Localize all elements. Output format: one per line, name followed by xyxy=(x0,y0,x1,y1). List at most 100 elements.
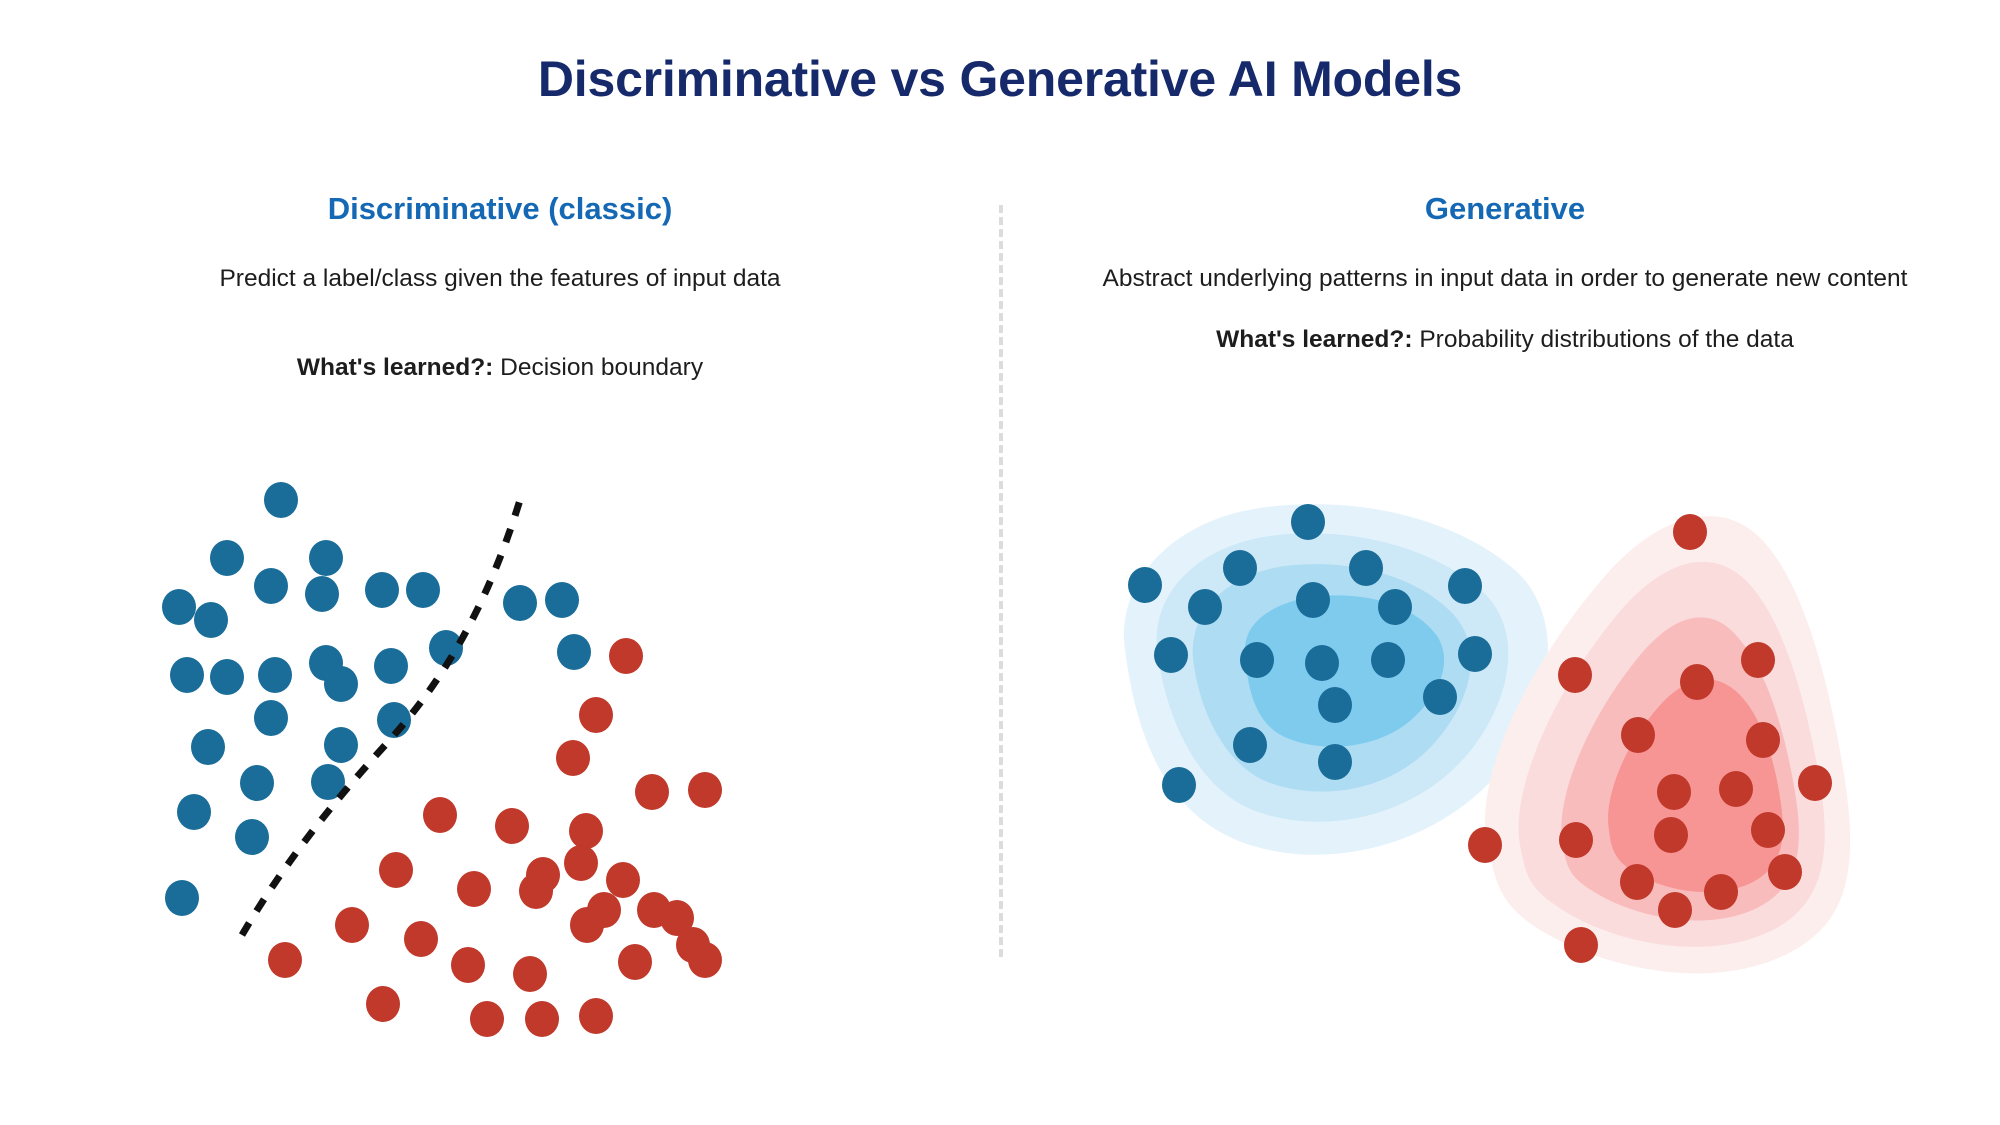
decision-boundary xyxy=(238,498,524,937)
scatter-point xyxy=(254,568,288,604)
scatter-point xyxy=(513,956,547,992)
scatter-point xyxy=(366,986,400,1022)
scatter-point xyxy=(1746,722,1780,758)
scatter-point xyxy=(635,774,669,810)
right-column-heading: Generative xyxy=(1424,191,1586,226)
scatter-point xyxy=(365,572,399,608)
scatter-point xyxy=(1704,874,1738,910)
scatter-point xyxy=(1564,927,1598,963)
density-scatter-series-1 xyxy=(1468,514,1832,963)
scatter-point xyxy=(1559,822,1593,858)
right-column: Generative Abstract underlying patterns … xyxy=(1065,190,1945,356)
generative-density-svg xyxy=(1123,504,1851,974)
scatter-point xyxy=(519,873,553,909)
scatter-point xyxy=(579,998,613,1034)
scatter-point xyxy=(1162,767,1196,803)
scatter-point xyxy=(503,585,537,621)
scatter-point xyxy=(423,797,457,833)
scatter-point xyxy=(688,772,722,808)
scatter-point xyxy=(1657,774,1691,810)
scatter-point xyxy=(1318,687,1352,723)
scatter-point xyxy=(235,819,269,855)
scatter-point xyxy=(379,852,413,888)
scatter-point xyxy=(1673,514,1707,550)
scatter-point xyxy=(660,900,694,936)
scatter-point xyxy=(1240,642,1274,678)
scatter-point xyxy=(194,602,228,638)
scatter-point xyxy=(210,659,244,695)
scatter-point xyxy=(570,907,604,943)
scatter-point xyxy=(305,576,339,612)
scatter-point xyxy=(470,1001,504,1037)
scatter-point xyxy=(191,729,225,765)
scatter-point xyxy=(1458,636,1492,672)
page-title: Discriminative vs Generative AI Models xyxy=(537,51,1463,107)
scatter-point xyxy=(457,871,491,907)
scatter-point xyxy=(210,540,244,576)
discriminative-scatter-figure xyxy=(130,470,830,1037)
scatter-point xyxy=(1654,817,1688,853)
scatter-point xyxy=(1371,642,1405,678)
scatter-point xyxy=(406,572,440,608)
generative-density-figure xyxy=(1085,500,1945,974)
scatter-point xyxy=(564,845,598,881)
scatter-point xyxy=(268,942,302,978)
scatter-point xyxy=(1680,664,1714,700)
scatter-point xyxy=(1751,812,1785,848)
scatter-point xyxy=(1233,727,1267,763)
scatter-point xyxy=(1305,645,1339,681)
scatter-point xyxy=(240,765,274,801)
scatter-point xyxy=(429,630,463,666)
right-learned-line: What's learned?: Probability distributio… xyxy=(1065,324,1945,356)
scatter-point xyxy=(258,657,292,693)
scatter-point xyxy=(557,634,591,670)
scatter-point xyxy=(688,942,722,978)
left-column: Discriminative (classic) Predict a label… xyxy=(60,190,940,384)
scatter-point xyxy=(254,700,288,736)
scatter-point xyxy=(1154,637,1188,673)
scatter-point xyxy=(1620,864,1654,900)
left-learned-line: What's learned?: Decision boundary xyxy=(60,352,940,384)
scatter-point xyxy=(1128,567,1162,603)
scatter-point xyxy=(324,666,358,702)
scatter-point xyxy=(309,540,343,576)
left-column-description: Predict a label/class given the features… xyxy=(219,265,781,293)
scatter-point xyxy=(569,813,603,849)
scatter-point xyxy=(162,589,196,625)
discriminative-scatter-svg xyxy=(162,482,722,1037)
scatter-point xyxy=(556,740,590,776)
scatter-point xyxy=(324,727,358,763)
scatter-point xyxy=(1349,550,1383,586)
scatter-point xyxy=(1798,765,1832,801)
scatter-point xyxy=(618,944,652,980)
right-learned-value: Probability distributions of the data xyxy=(1412,325,1794,353)
density-contour-group-blue xyxy=(1123,504,1548,855)
scatter-point xyxy=(1296,582,1330,618)
scatter-point xyxy=(1658,892,1692,928)
right-column-description: Abstract underlying patterns in input da… xyxy=(1102,265,1908,293)
scatter-point xyxy=(335,907,369,943)
scatter-point xyxy=(1188,589,1222,625)
scatter-point xyxy=(1423,679,1457,715)
scatter-point xyxy=(1768,854,1802,890)
scatter-point xyxy=(1468,827,1502,863)
scatter-point xyxy=(1448,568,1482,604)
scatter-point xyxy=(525,1001,559,1037)
scatter-point xyxy=(1378,589,1412,625)
density-contour-group-red xyxy=(1484,516,1851,974)
scatter-point xyxy=(1291,504,1325,540)
left-learned-label: What's learned?: xyxy=(296,353,494,381)
scatter-point xyxy=(170,657,204,693)
scatter-point xyxy=(1741,642,1775,678)
scatter-point xyxy=(1558,657,1592,693)
scatter-point xyxy=(579,697,613,733)
scatter-point xyxy=(1621,717,1655,753)
scatter-point xyxy=(609,638,643,674)
scatter-point xyxy=(495,808,529,844)
scatter-point xyxy=(165,880,199,916)
scatter-point xyxy=(1223,550,1257,586)
scatter-point xyxy=(404,921,438,957)
scatter-series-1 xyxy=(268,638,722,1037)
scatter-point xyxy=(545,582,579,618)
scatter-point xyxy=(177,794,211,830)
